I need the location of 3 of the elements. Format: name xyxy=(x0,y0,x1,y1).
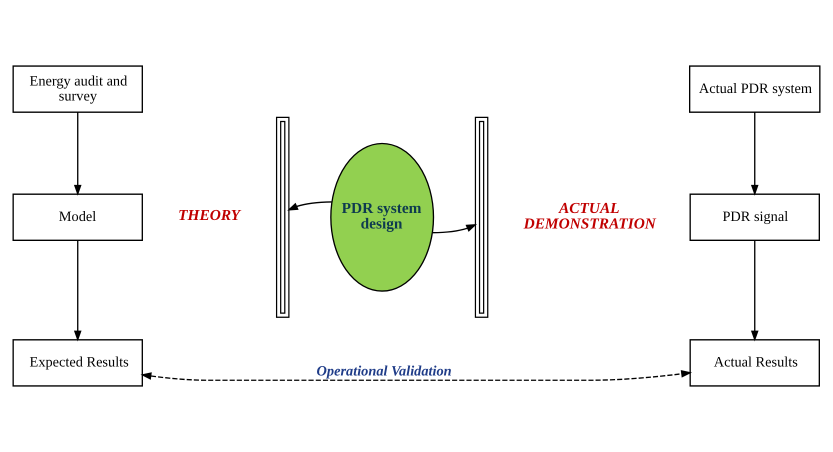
label: THEORY xyxy=(178,206,240,224)
edge-label: Operational Validation xyxy=(316,363,452,380)
label: ACTUAL DEMONSTRATION xyxy=(524,200,656,233)
